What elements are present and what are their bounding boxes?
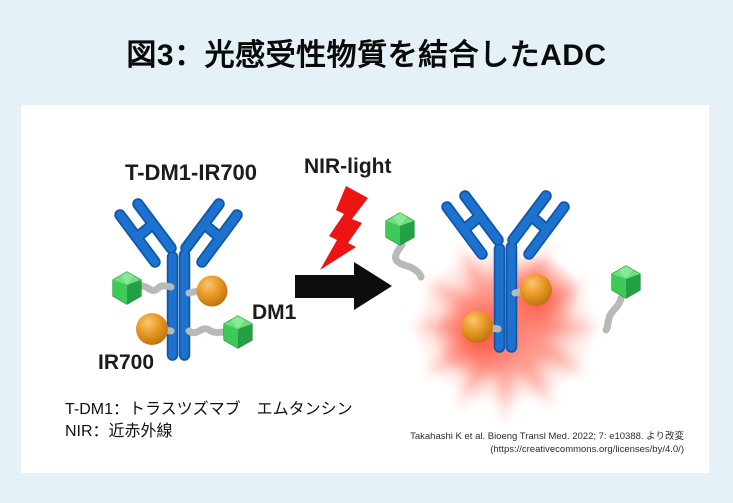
- legend-line-nir: NIR：近赤外線: [65, 423, 173, 440]
- ir700-sphere-icon: [461, 311, 493, 343]
- ir700-sphere-icon: [136, 313, 168, 345]
- figure-panel: T-DM1-IR700 NIR-light DM1 IR700 T-DM1：トラ…: [21, 105, 709, 473]
- label-dm1: DM1: [252, 301, 297, 324]
- page-title: 図3：光感受性物質を結合したADC: [126, 39, 607, 72]
- legend-line-tdm1: T-DM1：トラスツズマブ エムタンシン: [65, 401, 353, 418]
- citation: Takahashi K et al. Bioeng Transl Med. 20…: [410, 430, 684, 456]
- arrow-right-icon: [295, 262, 392, 310]
- legend: T-DM1：トラスツズマブ エムタンシン NIR：近赤外線: [65, 399, 353, 443]
- released-payload-right: [602, 265, 641, 334]
- adc-diagram: [112, 186, 641, 422]
- citation-license-url: (https://creativecommons.org/licenses/by…: [490, 444, 684, 455]
- label-ir700: IR700: [98, 351, 155, 374]
- ir700-sphere-icon: [520, 274, 552, 306]
- lightning-icon: [320, 186, 368, 270]
- payload-gem-icon: [112, 271, 142, 305]
- label-antibody-name: T-DM1-IR700: [125, 160, 258, 185]
- citation-source: Takahashi K et al. Bioeng Transl Med. 20…: [410, 431, 684, 442]
- label-nir-light: NIR-light: [304, 155, 392, 178]
- released-payload-middle: [385, 212, 425, 281]
- ir700-sphere-icon: [196, 275, 228, 307]
- payload-gem-icon: [223, 315, 253, 349]
